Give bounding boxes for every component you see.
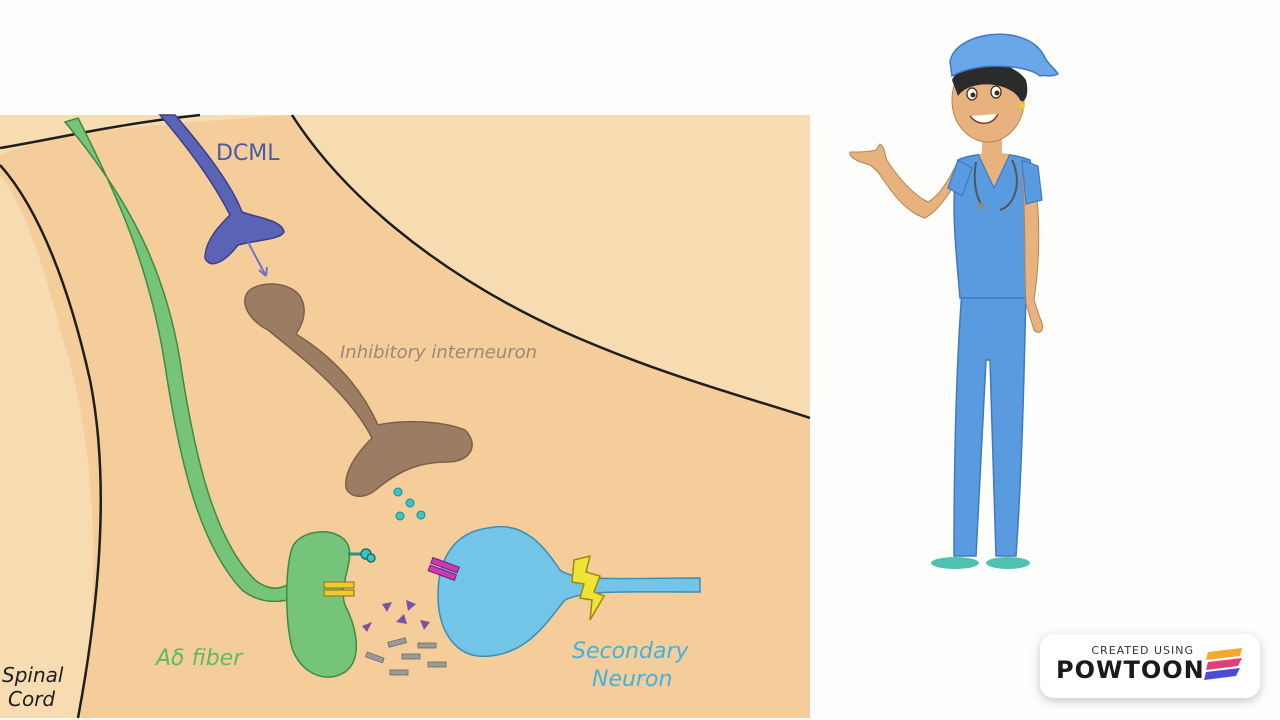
substance-p-molecules <box>362 600 430 632</box>
neurotransmitter-triangle <box>406 600 416 611</box>
neurotransmitter-bar <box>417 642 437 649</box>
neurotransmitter-triangle <box>420 620 430 630</box>
smile <box>969 113 999 124</box>
hair <box>952 63 1028 102</box>
neurotransmitter-bar <box>427 661 447 668</box>
neurotransmitter-bar <box>389 669 409 676</box>
neurotransmitter-dot <box>393 487 403 497</box>
stethoscope-chestpiece <box>977 202 985 210</box>
action-potential-bolt <box>571 554 606 621</box>
left-arm <box>849 143 963 219</box>
scrub-cap <box>949 33 1060 78</box>
created-using-text: CREATED USING <box>1091 644 1194 657</box>
neurotransmitter-bar <box>401 653 421 660</box>
dcml-axon <box>158 114 285 265</box>
spinal-cord-label-line2: Cord <box>8 687 55 711</box>
powtoon-watermark[interactable]: CREATED USING POWTOON <box>1040 634 1260 698</box>
powtoon-brand-text: POWTOON <box>1056 656 1205 684</box>
right-arm <box>1021 167 1043 333</box>
scrub-neckline <box>977 153 1011 190</box>
left-shoe <box>931 557 979 569</box>
neurotransmitter-dot <box>395 511 405 521</box>
glutamate-molecules <box>365 637 447 676</box>
neurotransmitter-triangle <box>396 614 407 624</box>
dcml-signal-arrow <box>247 241 267 277</box>
earring-icon <box>1019 103 1025 109</box>
left-sleeve <box>947 159 973 197</box>
neurotransmitter-bar <box>365 651 385 664</box>
right-sleeve <box>1021 159 1043 205</box>
left-pupil <box>970 92 976 98</box>
secondary-neuron-label-line2: Neuron <box>592 667 672 692</box>
spinal-cord-boundary-left <box>0 164 103 719</box>
calcium-channel <box>323 581 355 597</box>
inhibitory-interneuron <box>244 283 473 497</box>
neurotransmitter-triangle <box>362 622 372 632</box>
neurotransmitter-dot <box>416 510 426 520</box>
secondary-neuron-label-line1: Secondary <box>572 639 689 664</box>
spinal-cord-label-line1: Spinal <box>2 663 64 687</box>
a-delta-fiber-terminal <box>286 531 358 678</box>
a-delta-fiber-label: Aδ fiber <box>154 646 244 671</box>
dcml-label: DCML <box>216 141 280 166</box>
diagram-panel: DCML Inhibitory interneuron Aδ fiber <box>0 113 811 719</box>
spinal-cord-boundary-right <box>290 114 811 420</box>
neurotransmitter-triangle <box>382 602 392 612</box>
opioid-receptor <box>348 548 376 563</box>
right-shoe <box>986 557 1030 569</box>
dcml-signal-arrowhead <box>258 266 268 277</box>
scrub-pants <box>953 289 1027 557</box>
nurse-presenter-character <box>849 33 1060 569</box>
neurotransmitter-bar <box>387 637 407 648</box>
inhibitory-neurotransmitters <box>393 487 426 521</box>
secondary-neuron <box>437 525 701 658</box>
inhibitory-interneuron-label: Inhibitory interneuron <box>340 342 537 363</box>
neurotransmitter-dot <box>405 498 415 508</box>
nmda-receptor <box>427 556 460 581</box>
powtoon-logo-icon <box>1204 648 1242 680</box>
right-pupil <box>994 90 1000 96</box>
dorsal-horn-region <box>0 115 810 718</box>
